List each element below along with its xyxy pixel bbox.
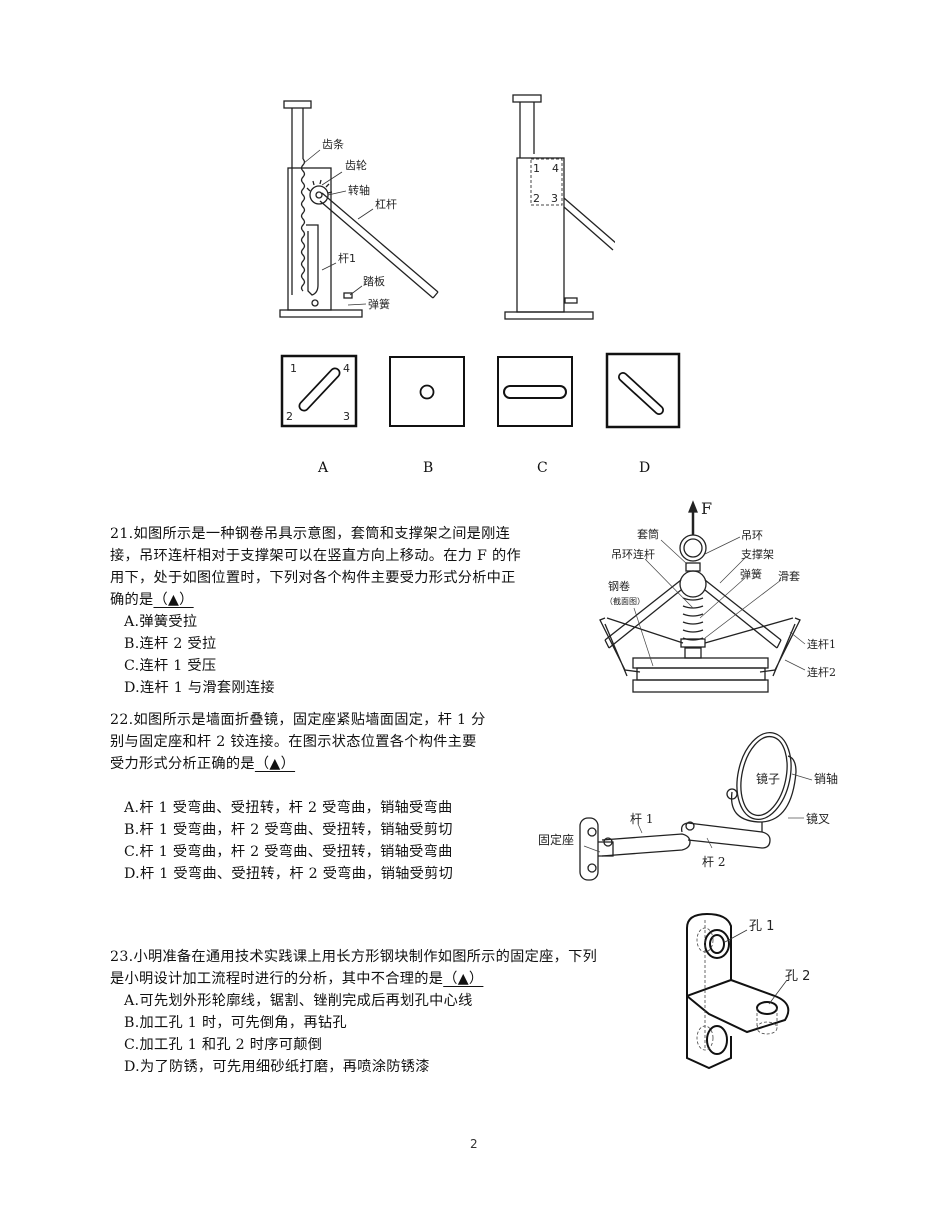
svg-text:4: 4	[552, 162, 559, 175]
question-23-line: 是小明设计加工流程时进行的分析，其中不合理的是	[110, 971, 444, 987]
label-rack: 齿条	[322, 137, 344, 151]
question-21-line: 用下，处于如图位置时，下列对各个构件主要受力形式分析中正	[110, 570, 516, 586]
option-b: B.连杆 2 受拉	[124, 636, 217, 652]
label-lever: 杠杆	[375, 197, 397, 211]
option-b-label: B	[423, 460, 434, 476]
label-rod2: 杆 2	[702, 855, 725, 869]
option-b-figure	[389, 356, 465, 427]
answer-blank: （▲）	[443, 971, 484, 987]
steel-coil-lifter-figure: F 套筒 吊环 吊环连杆 支撑架 弹簧 滑套 钢卷 （截面图） 连杆1 连杆2	[599, 499, 836, 693]
option-c-label: C	[537, 460, 548, 476]
question-23-line: 23.小明准备在通用技术实践课上用长方形钢块制作如图所示的固定座，下列	[110, 949, 598, 965]
question-22: 22.如图所示是墙面折叠镜，固定座紧贴墙面固定，杆 1 分 别与固定座和杆 2 …	[110, 709, 486, 885]
label-ring-rod: 吊环连杆	[611, 547, 655, 561]
label-slide-sleeve: 滑套	[778, 570, 800, 583]
option-a-label: A	[318, 460, 329, 476]
option-d: D.杆 1 受弯曲、受扭转，杆 2 受弯曲，销轴受剪切	[124, 866, 454, 882]
question-23: 23.小明准备在通用技术实践课上用长方形钢块制作如图所示的固定座，下列 是小明设…	[110, 946, 597, 1078]
label-fork: 镜叉	[806, 811, 830, 826]
label-coil: 钢卷	[608, 579, 630, 593]
label-force: F	[701, 499, 712, 518]
option-c: C.连杆 1 受压	[124, 658, 217, 674]
label-pin: 销轴	[814, 771, 838, 786]
option-b: B.杆 1 受弯曲，杆 2 受弯曲、受扭转，销轴受剪切	[124, 822, 453, 838]
svg-text:1: 1	[290, 362, 297, 375]
label-rod2: 连杆2	[807, 665, 836, 679]
option-c-figure	[497, 356, 573, 427]
option-d-label: D	[639, 460, 651, 476]
answer-blank: （▲）	[254, 756, 296, 772]
svg-text:2: 2	[533, 192, 540, 205]
option-c: C.加工孔 1 和孔 2 时序可颠倒	[124, 1037, 323, 1053]
jack-front-figure: 齿条 齿轮 转轴 杠杆 杆1 踏板 弹簧	[279, 100, 439, 318]
question-21: 21.如图所示是一种钢卷吊具示意图，套筒和支撑架之间是刚连 接，吊环连杆相对于支…	[110, 523, 521, 699]
label-coil-note: （截面图）	[605, 596, 645, 606]
option-d-figure	[605, 352, 681, 429]
label-spring: 弹簧	[368, 297, 390, 311]
option-c: C.杆 1 受弯曲，杆 2 受弯曲、受扭转，销轴受弯曲	[124, 844, 453, 860]
label-hole2: 孔 2	[785, 969, 810, 984]
question-21-line: 确的是	[110, 592, 154, 608]
svg-text:4: 4	[343, 362, 350, 375]
option-a: A.弹簧受拉	[124, 614, 198, 630]
label-pedal: 踏板	[363, 274, 385, 288]
question-21-line: 接，吊环连杆相对于支撑架可以在竖直方向上移动。在力 F 的作	[110, 548, 521, 564]
question-22-line: 别与固定座和杆 2 铰连接。在图示状态位置各个构件主要	[110, 734, 477, 750]
fixed-base-figure: 孔 1 孔 2	[686, 912, 810, 1070]
label-base: 固定座	[538, 832, 574, 847]
label-sleeve: 套筒	[637, 527, 659, 541]
question-22-line: 受力形式分析正确的是	[110, 756, 255, 772]
svg-text:3: 3	[551, 192, 558, 205]
label-mirror: 镜子	[756, 771, 780, 786]
label-spring: 弹簧	[740, 567, 762, 581]
label-rod1: 杆1	[338, 251, 356, 265]
label-rod1: 杆 1	[630, 812, 653, 826]
label-gear: 齿轮	[345, 158, 367, 172]
label-ring: 吊环	[741, 529, 763, 542]
page-number: 2	[470, 1137, 478, 1151]
svg-text:1: 1	[533, 162, 540, 175]
svg-text:3: 3	[343, 410, 350, 423]
folding-mirror-figure: 镜子 销轴 镜叉 杆 1 杆 2 固定座	[538, 731, 838, 881]
label-rod1: 连杆1	[807, 637, 836, 651]
label-shaft: 转轴	[348, 183, 370, 197]
label-hole1: 孔 1	[749, 919, 774, 934]
question-22-line: 22.如图所示是墙面折叠镜，固定座紧贴墙面固定，杆 1 分	[110, 712, 486, 728]
option-a-figure: 1 4 2 3	[280, 354, 358, 428]
question-21-line: 21.如图所示是一种钢卷吊具示意图，套筒和支撑架之间是刚连	[110, 526, 511, 542]
option-a: A.可先划外形轮廓线，锯割、锉削完成后再划孔中心线	[124, 993, 473, 1009]
answer-blank: （▲）	[153, 592, 194, 608]
option-a: A.杆 1 受弯曲、受扭转，杆 2 受弯曲，销轴受弯曲	[124, 800, 453, 816]
svg-text:2: 2	[286, 410, 293, 423]
option-b: B.加工孔 1 时，可先倒角，再钻孔	[124, 1015, 347, 1031]
option-d: D.为了防锈，可先用细砂纸打磨，再喷涂防锈漆	[124, 1059, 430, 1075]
option-d: D.连杆 1 与滑套刚连接	[124, 680, 275, 696]
label-support: 支撑架	[741, 547, 774, 561]
